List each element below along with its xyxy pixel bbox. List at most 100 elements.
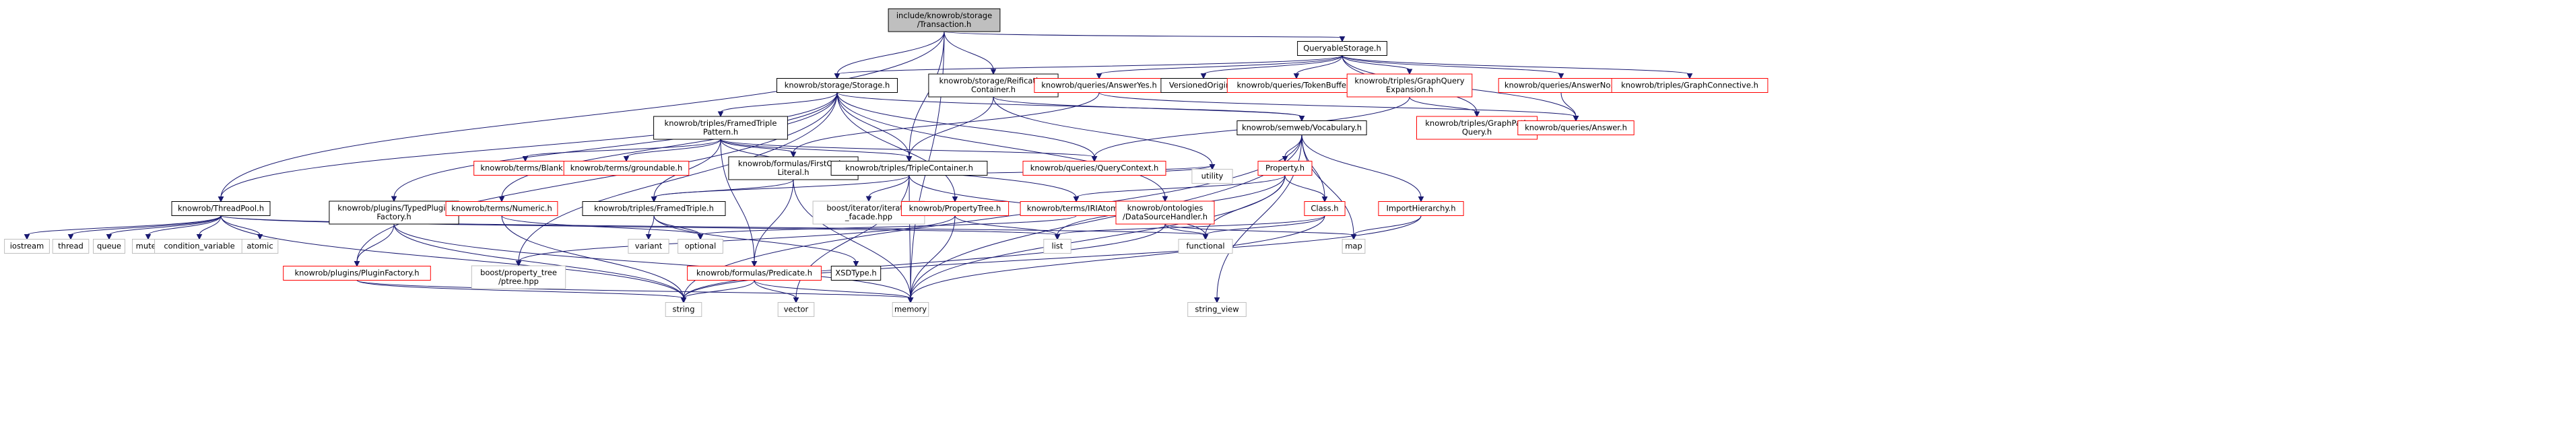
node-label: iostream (10, 242, 44, 251)
node-querycontext[interactable]: knowrob/queries/QueryContext.h (1022, 161, 1166, 176)
node-box (1178, 239, 1233, 254)
node-label: knowrob/formulas/Predicate.h (696, 268, 812, 278)
node-label: VersionedOrigin.h (1169, 81, 1238, 90)
edge-framedtriplepattern-to-blank (522, 139, 721, 162)
edge-root-to-reification (944, 31, 997, 75)
node-blank[interactable]: knowrob/terms/Blank.h (473, 161, 577, 176)
node-numeric[interactable]: knowrob/terms/Numeric.h (445, 201, 558, 216)
node-propertytree[interactable]: knowrob/PropertyTree.h (900, 201, 1010, 216)
node-label: knowrob/triples/TripleContainer.h (845, 164, 973, 173)
edge-queryable-to-graphqueryexp (1342, 55, 1413, 75)
node-answer[interactable]: knowrob/queries/Answer.h (1517, 120, 1634, 135)
node-list: list (1043, 239, 1071, 254)
node-iriatom[interactable]: knowrob/terms/IRIAtom.h (1020, 201, 1133, 216)
node-datasourcehandler[interactable]: knowrob/ontologies/DataSourceHandler.h (1115, 201, 1215, 225)
node-root[interactable]: include/knowrob/storage/Transaction.h (888, 8, 1001, 32)
node-box (1304, 201, 1346, 216)
node-box (1257, 161, 1313, 176)
node-xsdtype[interactable]: XSDType.h (830, 266, 882, 281)
node-label: /DataSourceHandler.h (1123, 212, 1208, 221)
node-label: knowrob/PropertyTree.h (909, 204, 1001, 213)
node-box (241, 239, 279, 254)
node-tokenbuffer[interactable]: knowrob/queries/TokenBuffer.h (1226, 78, 1366, 93)
node-pluginfactory[interactable]: knowrob/plugins/PluginFactory.h (283, 266, 431, 281)
node-label: knowrob/ontologies (1127, 203, 1203, 213)
node-label: QueryableStorage.h (1303, 44, 1381, 53)
node-triplecontainer[interactable]: knowrob/triples/TripleContainer.h (830, 161, 988, 176)
node-box (1043, 239, 1071, 254)
node-box (563, 161, 690, 176)
node-label: Factory.h (376, 212, 411, 221)
node-box (1187, 302, 1247, 317)
node-atomic: atomic (241, 239, 279, 254)
node-condvar: condition_variable (154, 239, 244, 254)
edge-root-to-storage (834, 31, 945, 79)
edge-reification-to-vocabulary (993, 96, 1305, 122)
node-threadpool[interactable]: knowrob/ThreadPool.h (171, 201, 271, 216)
node-label: knowrob/storage/Reification (939, 76, 1047, 85)
node-property[interactable]: Property.h (1257, 161, 1313, 176)
node-framedtriple[interactable]: knowrob/triples/FramedTriple.h (582, 201, 726, 216)
edge-threadpool-to-thread (67, 215, 222, 240)
node-label: queue (97, 242, 121, 251)
edge-storage-to-vocabulary (836, 92, 1305, 122)
node-queue: queue (93, 239, 125, 254)
node-box (628, 239, 669, 254)
node-label: knowrob/terms/Blank.h (480, 164, 570, 173)
node-label: _facade.hpp (845, 212, 892, 221)
edge-firstorderliteral-to-predicate (751, 179, 794, 267)
node-vector: vector (777, 302, 815, 317)
node-answerno[interactable]: knowrob/queries/AnswerNo.h (1498, 78, 1624, 93)
node-importhierarchy[interactable]: ImportHierarchy.h (1378, 201, 1464, 216)
edge-predicate-to-memory (754, 280, 914, 303)
node-classh[interactable]: Class.h (1304, 201, 1346, 216)
node-label: Literal.h (777, 168, 809, 177)
edge-classh-to-list (1054, 215, 1325, 240)
node-queryable[interactable]: QueryableStorage.h (1297, 41, 1387, 56)
node-versionedorigin[interactable]: VersionedOrigin.h (1160, 78, 1247, 93)
node-answeryes[interactable]: knowrob/queries/AnswerYes.h (1034, 78, 1164, 93)
node-box (888, 8, 1001, 32)
node-box (777, 78, 898, 93)
node-label: XSDType.h (835, 268, 876, 278)
node-predicate[interactable]: knowrob/formulas/Predicate.h (687, 266, 822, 281)
edge-pluginfactory-to-memory (356, 280, 914, 303)
node-box (653, 116, 788, 140)
edge-property-to-classh (1284, 175, 1328, 203)
node-box (1517, 120, 1634, 135)
node-label: knowrob/triples/GraphConnective.h (1621, 81, 1758, 90)
node-label: knowrob/triples/FramedTriple.h (594, 204, 714, 213)
node-label: include/knowrob/storage (896, 11, 992, 20)
edge-triplecontainer-to-vector (793, 175, 910, 303)
node-storage[interactable]: knowrob/storage/Storage.h (777, 78, 898, 93)
node-box (1416, 116, 1538, 140)
node-box (1378, 201, 1464, 216)
node-string: string (665, 302, 702, 317)
node-box (1611, 78, 1769, 93)
edge-queryable-to-tokenbuffer (1293, 55, 1343, 79)
node-label: knowrob/terms/Numeric.h (451, 204, 552, 213)
node-groundable[interactable]: knowrob/terms/groundable.h (563, 161, 690, 176)
edge-framedtriple-to-xsdtype (653, 215, 859, 267)
node-vocabulary[interactable]: knowrob/semweb/Vocabulary.h (1236, 120, 1367, 135)
node-box (1191, 169, 1233, 184)
edge-storage-to-propertytree (836, 92, 958, 203)
node-graphconnective[interactable]: knowrob/triples/GraphConnective.h (1611, 78, 1769, 93)
edge-storage-to-framedtriplepattern (717, 92, 838, 118)
node-box (582, 201, 726, 216)
node-box (777, 302, 815, 317)
node-functional: functional (1178, 239, 1233, 254)
edge-framedtriplepattern-to-triplecontainer (720, 139, 913, 162)
edge-queryable-to-answeryes (1096, 55, 1343, 79)
node-label: variant (635, 242, 663, 251)
node-box (283, 266, 431, 281)
node-label: knowrob/queries/Answer.h (1525, 123, 1627, 133)
edge-firstorderliteral-to-memory (793, 179, 914, 303)
edge-threadpool-to-string (220, 215, 687, 303)
